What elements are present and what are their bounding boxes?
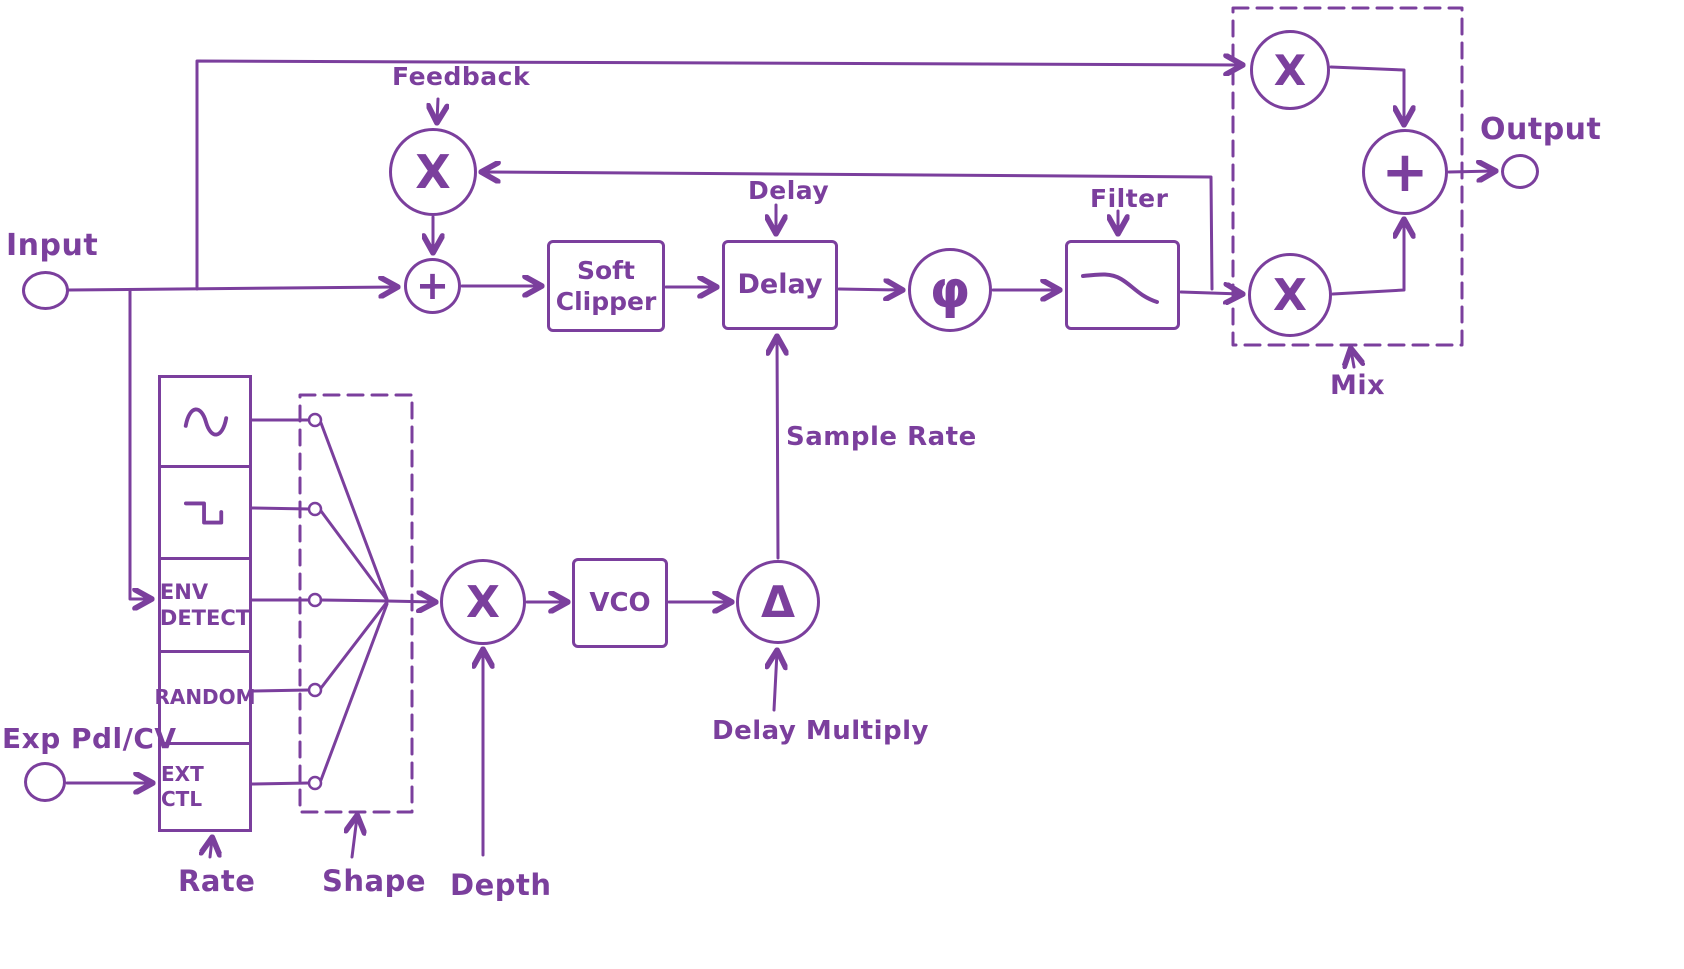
wire-delay-to-phase	[837, 289, 901, 290]
delay-multiply-label: Delay Multiply	[712, 716, 929, 746]
shape-tap-circle-env	[307, 592, 323, 608]
wire-input-branch-lfo	[128, 288, 150, 599]
delay-multiply-arrow	[774, 652, 777, 712]
filter-param-label: Filter	[1090, 184, 1169, 213]
random-label: RANDOM	[154, 685, 256, 709]
output-sum: +	[1362, 129, 1448, 215]
shape-group-outline	[298, 393, 414, 814]
wire-feedback-return	[483, 172, 1214, 291]
lfo-source-square	[161, 465, 249, 557]
square-wave-icon	[183, 501, 224, 524]
delta-node: Δ	[736, 560, 820, 644]
exp-pedal-jack	[24, 762, 66, 802]
phase-shifter-node: φ	[908, 248, 992, 332]
feedback-label-arrow	[437, 97, 438, 121]
delay-param-label: Delay	[748, 176, 830, 205]
wire-input-branch-top	[195, 61, 1241, 291]
mix-label-arrow	[1351, 350, 1354, 367]
filter-block	[1065, 240, 1180, 330]
output-label: Output	[1480, 112, 1602, 147]
lfo-source-sine	[161, 378, 249, 465]
wire-converge-to-depthmult	[385, 601, 434, 602]
vco-label: VCO	[589, 587, 651, 618]
wire-tap-sine-converge	[319, 421, 389, 601]
lowpass-curve-icon	[1080, 272, 1159, 304]
soft-clipper-block: Soft Clipper	[547, 240, 665, 332]
sine-wave-icon	[183, 407, 229, 436]
wire-tap-extctl-converge	[319, 602, 389, 782]
wire-tap-random-converge	[319, 600, 389, 690]
shape-label-arrow	[352, 817, 357, 859]
wire-random-to-tap	[250, 688, 311, 693]
vco-block: VCO	[572, 558, 668, 648]
ext-ctl-label: EXT CTL	[161, 762, 204, 811]
wire-square-to-tap	[250, 506, 311, 511]
mix-label: Mix	[1330, 370, 1386, 401]
wire-extctl-to-tap	[250, 781, 311, 786]
shape-tap-circle-sine	[307, 412, 323, 428]
mix-bottom-multiplier: X	[1248, 253, 1332, 337]
lfo-source-env-detect: ENV DETECT	[159, 557, 251, 650]
lfo-source-selector: ENV DETECT RANDOM EXT CTL	[154, 375, 256, 832]
wire-filter-to-mixmult	[1179, 292, 1241, 294]
delay-block-label: Delay	[737, 269, 823, 301]
exp-pedal-label: Exp Pdl/CV	[2, 722, 177, 755]
lfo-source-random: RANDOM	[154, 650, 256, 742]
input-jack	[22, 271, 69, 310]
depth-label: Depth	[450, 868, 552, 902]
output-jack	[1501, 154, 1539, 189]
mix-top-multiplier: X	[1250, 30, 1330, 110]
wire-delta-to-delay-samplerate	[777, 338, 778, 560]
soft-clipper-label: Soft Clipper	[555, 255, 657, 316]
delay-block: Delay	[722, 240, 838, 330]
sample-rate-label: Sample Rate	[786, 422, 977, 452]
wire-tap-square-converge	[319, 509, 389, 602]
shape-tap-circle-extctl	[307, 775, 323, 791]
feedback-multiplier: X	[389, 128, 477, 216]
rate-label-arrow	[210, 839, 212, 859]
shape-tap-circle-random	[307, 682, 323, 698]
lfo-source-ext-ctl: EXT CTL	[161, 742, 249, 829]
wire-outputsum-to-output	[1447, 171, 1494, 172]
wire-topmult-to-outputsum	[1329, 65, 1404, 123]
rate-label: Rate	[178, 864, 256, 898]
depth-multiplier: X	[440, 559, 526, 645]
shape-tap-circle-square	[307, 501, 323, 517]
input-label: Input	[6, 228, 99, 263]
env-detect-label: ENV DETECT	[159, 579, 251, 630]
wire-bottommult-to-outputsum	[1331, 221, 1404, 296]
wire-tap-env-converge	[319, 598, 389, 603]
mix-group-outline	[1231, 6, 1464, 347]
shape-label: Shape	[322, 864, 427, 898]
wire-input-to-sum	[67, 287, 396, 290]
feedback-label: Feedback	[392, 62, 531, 91]
feedback-sum: +	[404, 258, 461, 314]
